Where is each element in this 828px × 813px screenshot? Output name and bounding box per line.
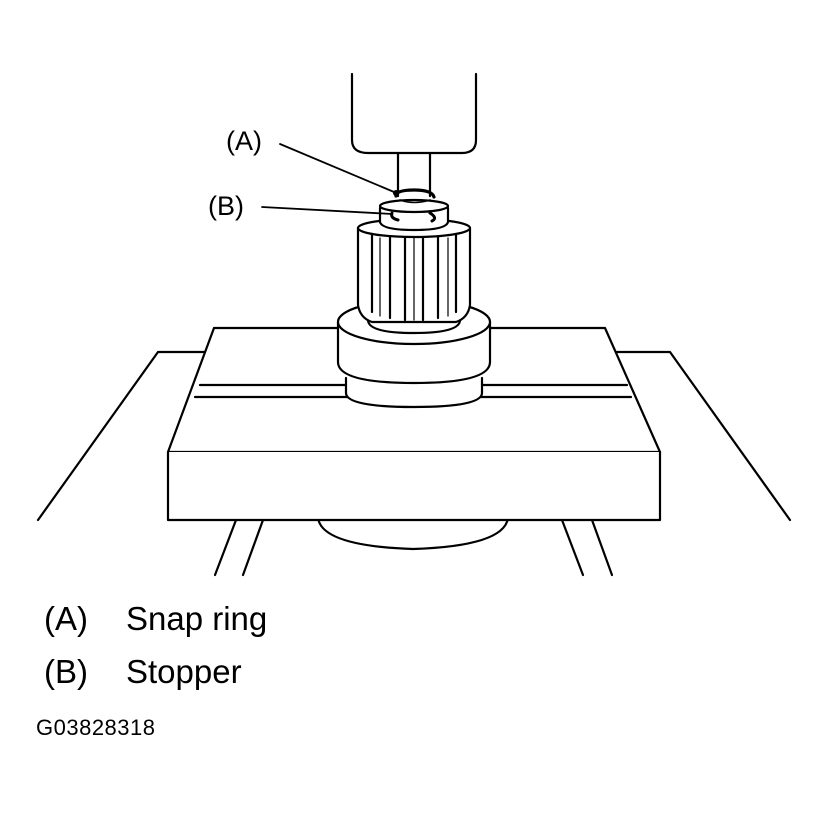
legend-label: Stopper <box>126 653 242 690</box>
legend-key: (A) <box>44 600 88 637</box>
stopper <box>378 198 450 232</box>
pinion-gear <box>356 217 472 324</box>
leader-line-a <box>279 143 395 193</box>
press-ram <box>350 72 478 198</box>
figure-id: G03828318 <box>36 715 156 740</box>
callout-a: (A) <box>226 126 262 156</box>
leader-line-b <box>261 206 393 215</box>
callout-b: (B) <box>208 191 244 221</box>
legend-key: (B) <box>44 653 88 690</box>
leader-dot-a <box>393 190 399 196</box>
legend-item-stopper: (B) Stopper <box>44 653 242 691</box>
legend-item-snap-ring: (A) Snap ring <box>44 600 267 638</box>
support-cup <box>316 516 510 551</box>
legend-label: Snap ring <box>126 600 268 637</box>
